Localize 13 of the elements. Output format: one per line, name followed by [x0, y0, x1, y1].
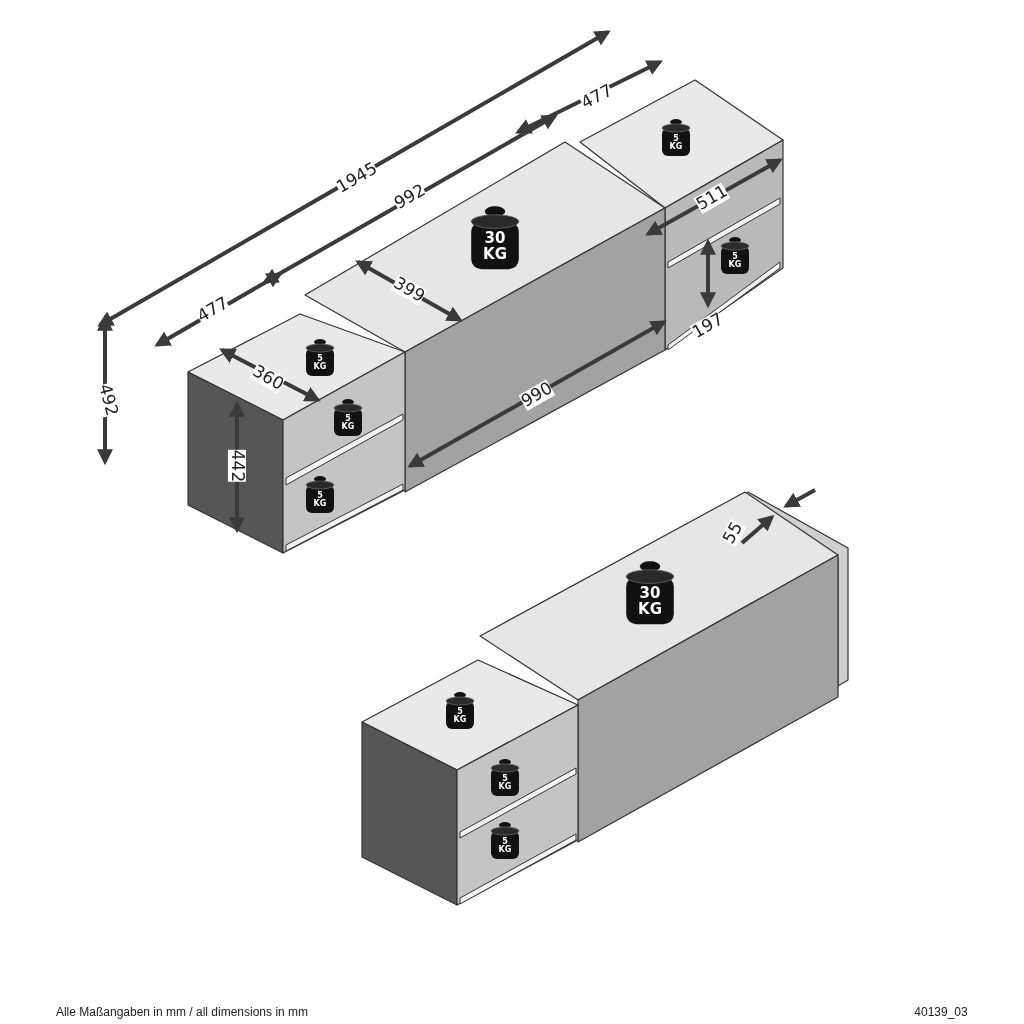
weight-label: 5 KG	[312, 491, 328, 509]
footnote: Alle Maßangaben in mm / all dimensions in mm	[55, 1005, 309, 1019]
drawing-number: 40139_03	[914, 1005, 968, 1019]
weight-label: 5 KG	[727, 252, 743, 270]
dimension-label: 442	[228, 449, 246, 483]
weight-label: 5 KG	[312, 354, 328, 372]
weight-label: 30 KG	[637, 586, 663, 618]
weight-label: 5 KG	[452, 707, 468, 725]
weight-label: 5 KG	[668, 134, 684, 152]
weight-label: 5 KG	[497, 774, 513, 792]
weight-label: 5 KG	[340, 414, 356, 432]
weight-label: 5 KG	[497, 837, 513, 855]
weight-label: 30 KG	[482, 231, 508, 263]
